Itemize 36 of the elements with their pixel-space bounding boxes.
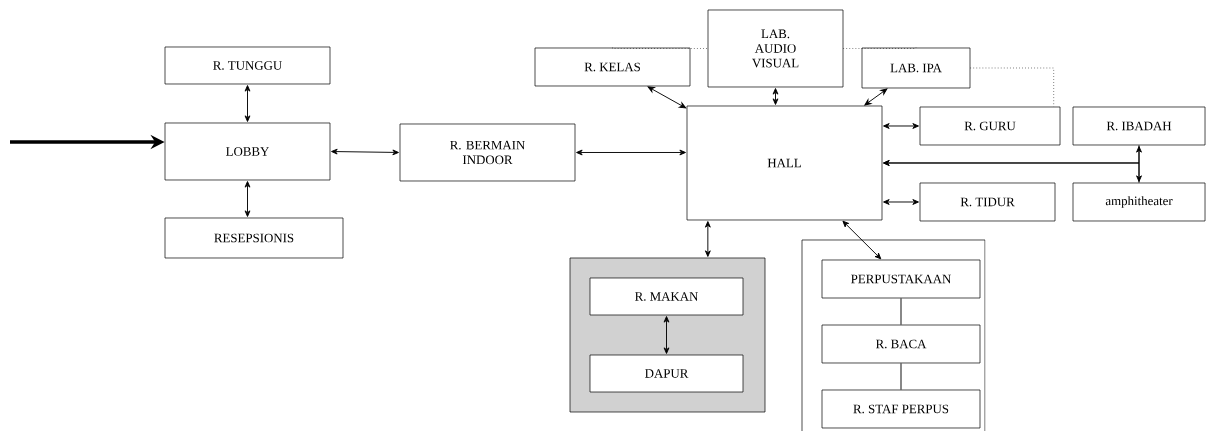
connector-line: [843, 47, 917, 49]
arrow: [331, 148, 399, 156]
arrow: [576, 149, 686, 156]
room-box: R. STAF PERPUS: [821, 389, 981, 429]
room-box: R. IBADAH: [1072, 106, 1206, 146]
room-box: R. TUNGGU: [164, 46, 331, 85]
room-box: amphitheater: [1072, 182, 1206, 222]
connector-line: [970, 67, 1055, 107]
arrow: [1136, 146, 1142, 182]
arrow: [864, 88, 888, 106]
room-box: R. BERMAIN INDOOR: [399, 123, 576, 182]
room-box: DAPUR: [589, 354, 744, 393]
arrow: [704, 221, 711, 257]
room-box: R. TIDUR: [919, 182, 1056, 222]
connector-line: [900, 362, 902, 391]
room-box: R. KELAS: [534, 47, 691, 87]
room-box: R. MAKAN: [589, 277, 744, 316]
connector-line: [612, 47, 708, 49]
room-box: LOBBY: [164, 122, 331, 181]
arrow: [883, 123, 919, 129]
arrow: [244, 181, 251, 217]
room-box: HALL: [686, 105, 883, 221]
room-box: LAB. AUDIO VISUAL: [707, 9, 844, 88]
room-box: R. GURU: [919, 106, 1061, 146]
arrow: [842, 220, 882, 260]
arrow: [647, 86, 687, 109]
room-box: R. BACA: [821, 324, 981, 364]
room-box: PERPUSTAKAAN: [821, 259, 981, 299]
room-box: RESEPSIONIS: [164, 217, 344, 259]
arrow: [772, 88, 779, 105]
arrow: [883, 199, 919, 205]
room-box: LAB. IPA: [861, 47, 971, 89]
arrow: [883, 160, 1140, 184]
arrow: [244, 85, 251, 122]
connector-line: [900, 297, 902, 326]
arrow: [663, 316, 670, 354]
